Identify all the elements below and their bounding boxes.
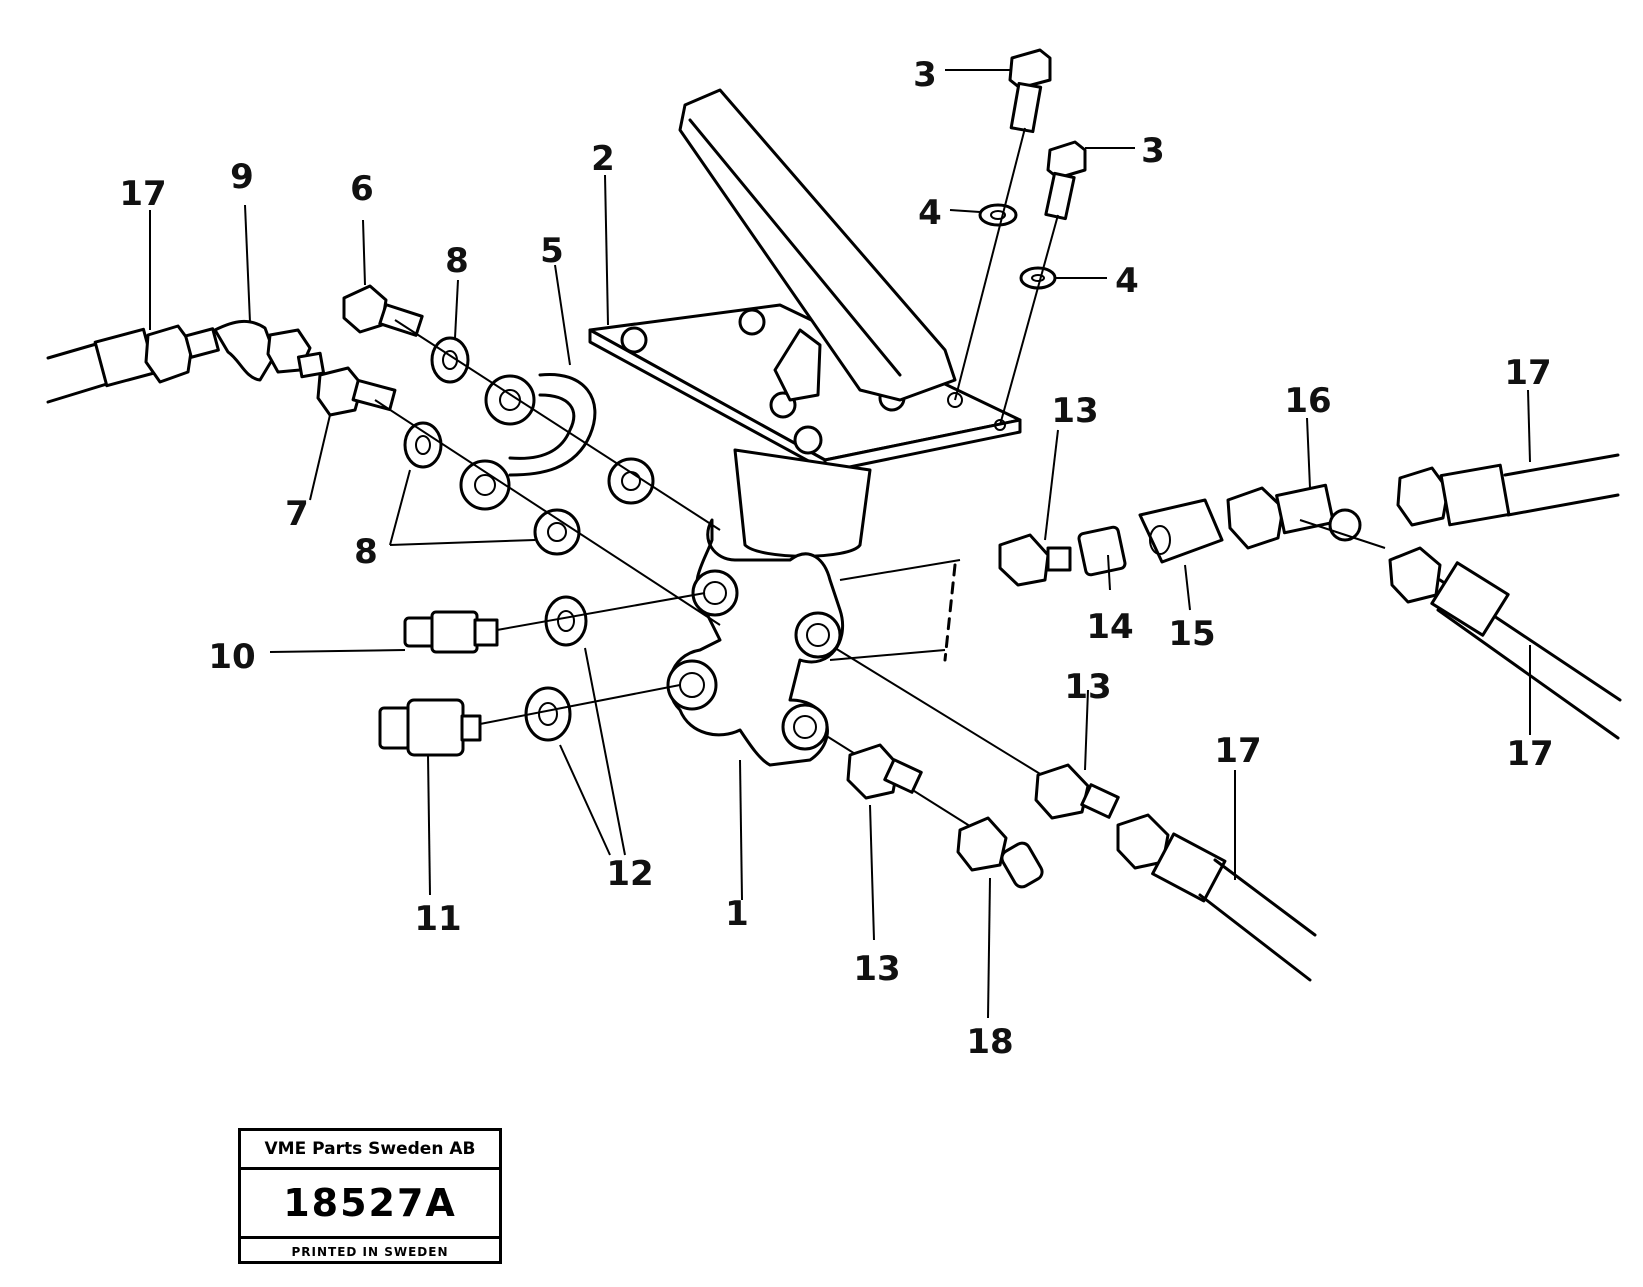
label-part-2: 2	[591, 139, 615, 179]
label-part-8-upper: 8	[445, 241, 469, 281]
label-part-1: 1	[725, 894, 749, 934]
label-part-17-left: 17	[119, 174, 166, 214]
label-part-14: 14	[1086, 607, 1133, 647]
label-part-10: 10	[208, 637, 255, 677]
company-name: VME Parts Sweden AB	[241, 1131, 499, 1170]
label-part-7: 7	[285, 494, 309, 534]
label-part-15: 15	[1168, 614, 1215, 654]
label-part-5: 5	[540, 231, 564, 271]
label-part-18: 18	[966, 1022, 1013, 1062]
label-part-17-right-upper: 17	[1504, 353, 1551, 393]
pedal-assembly	[588, 88, 1022, 767]
label-part-3-upper: 3	[913, 55, 937, 95]
printed-note: PRINTED IN SWEDEN	[291, 1244, 449, 1259]
label-part-16: 16	[1284, 381, 1331, 421]
valve-housing	[733, 448, 872, 558]
leader-lines	[149, 69, 1531, 1019]
pressure-switches	[378, 592, 706, 757]
label-part-6: 6	[350, 169, 374, 209]
label-part-13-upper: 13	[1051, 391, 1098, 431]
label-part-13-right: 13	[1064, 667, 1111, 707]
label-part-8-lower: 8	[354, 532, 378, 572]
label-part-17-bottom: 17	[1214, 731, 1261, 771]
lower-fittings	[824, 647, 1317, 982]
bolts-and-washers	[954, 48, 1087, 426]
drawing-number: 18527A	[241, 1170, 499, 1239]
label-part-4-lower: 4	[1115, 261, 1139, 301]
part-labels: 1 2 3 3 4 4 5 6 7 8 8 9 10 11 12 13 13 1…	[119, 55, 1553, 1062]
title-block: VME Parts Sweden AB 18527A PRINTED IN SW…	[238, 1128, 502, 1264]
right-fittings	[829, 453, 1622, 740]
label-part-11: 11	[414, 899, 461, 939]
brake-pedal	[678, 88, 957, 402]
label-part-17-right-lower: 17	[1506, 734, 1553, 774]
label-part-3-lower: 3	[1141, 131, 1165, 171]
left-piping	[46, 284, 721, 626]
label-part-12: 12	[606, 854, 653, 894]
label-part-13-lower: 13	[853, 949, 900, 989]
label-part-9: 9	[230, 157, 254, 197]
label-part-4-upper: 4	[918, 193, 942, 233]
